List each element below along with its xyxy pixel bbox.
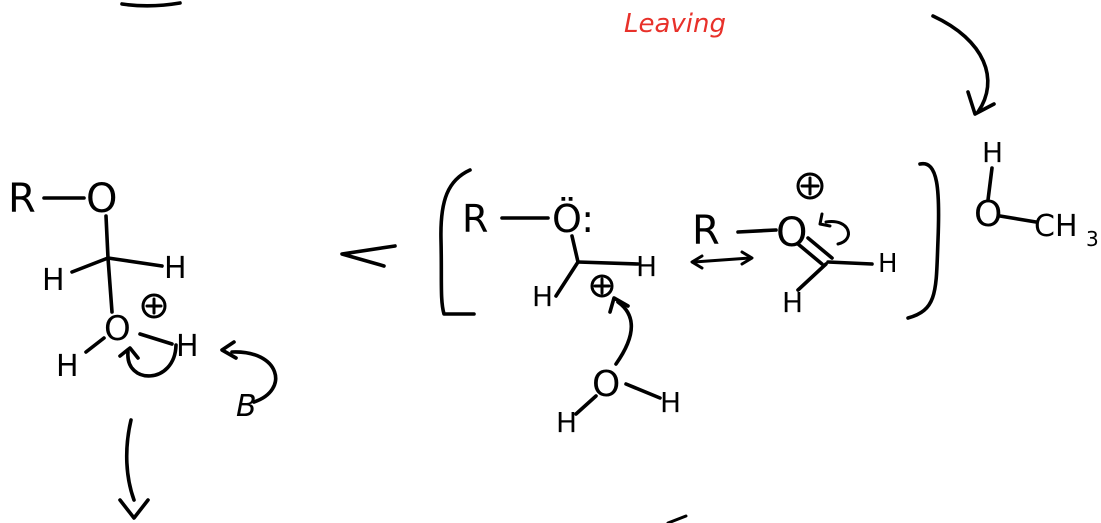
tetra-h-bottom-left: H xyxy=(56,349,79,384)
water-attack-arrow-head xyxy=(608,296,630,314)
res2-h-bottom: H xyxy=(782,286,803,319)
water-bond-o-h-left xyxy=(574,394,598,416)
res1-oxygen: Ö: xyxy=(552,197,594,241)
res2-bond-r-o xyxy=(736,228,778,234)
water-bond-o-h-right xyxy=(624,382,662,400)
tetra-h-right: H xyxy=(164,251,187,286)
tetra-electron-arrow-head xyxy=(118,346,140,360)
res2-r-group: R xyxy=(692,208,720,254)
water-oxygen: O xyxy=(592,364,620,405)
res1-bond-c-h-right xyxy=(576,260,640,266)
down-arrow-head xyxy=(118,498,150,520)
tetra-positive-charge-circle xyxy=(141,293,167,319)
tetra-electron-arrow xyxy=(126,343,178,378)
res2-double-bond-a xyxy=(796,242,824,266)
res2-bond-c-h-right xyxy=(826,260,874,266)
res2-bond-c-h-bottom xyxy=(796,262,828,292)
tetra-r-group: R xyxy=(8,176,36,222)
water-h-right: H xyxy=(660,386,681,419)
tetra-bond-o-c xyxy=(104,214,110,260)
water-h-left: H xyxy=(556,406,577,439)
resonance-arrow-head-right xyxy=(740,250,754,266)
methanol-h-top: H xyxy=(982,136,1003,169)
partial-stroke-bottom xyxy=(666,514,688,523)
methanol-oxygen: O xyxy=(974,194,1002,235)
methanol-subscript: 3 xyxy=(1086,227,1099,251)
methanol-bond-o-c xyxy=(998,214,1038,224)
res1-bond-o-c xyxy=(570,234,580,264)
right-bracket xyxy=(906,162,941,320)
res1-bond-c-h-left xyxy=(554,260,580,298)
base-label: B xyxy=(236,389,257,424)
methanol-bond-h-o xyxy=(986,166,994,202)
tetra-h-left: H xyxy=(42,263,65,298)
res1-r-group: R xyxy=(462,197,488,241)
res2-h-right: H xyxy=(878,249,898,279)
res2-electron-arrow-head xyxy=(818,212,832,228)
curved-arrow-head-top-right xyxy=(966,90,996,116)
resonance-arrow-shaft xyxy=(692,256,752,264)
tetra-h-bottom-right: H xyxy=(176,329,199,364)
leaving-group-label: Leaving xyxy=(624,9,726,39)
tetra-bond-c-h-right xyxy=(106,256,164,268)
res1-h-left: H xyxy=(532,280,553,313)
water-attack-arrow xyxy=(614,300,634,366)
down-arrow xyxy=(124,418,136,502)
reverse-arrow xyxy=(340,244,397,268)
tetra-bond-c-o-bottom xyxy=(106,256,114,314)
methanol-methyl: CH xyxy=(1034,209,1078,244)
curved-arrow-top-right xyxy=(931,14,990,114)
tetra-bond-o-h-right xyxy=(138,332,174,346)
res2-double-bond-b xyxy=(806,236,834,260)
tetra-oxonium-oxygen: O xyxy=(104,309,131,349)
base-attack-arrow xyxy=(230,350,278,404)
tetra-bond-c-h-left xyxy=(70,256,110,274)
partial-stroke-top-left xyxy=(120,1,182,8)
left-bracket xyxy=(439,168,476,316)
resonance-arrow-head-left xyxy=(690,254,704,270)
res2-positive-charge-circle xyxy=(796,172,824,200)
res1-positive-charge-circle xyxy=(590,274,614,298)
res2-electron-arrow xyxy=(824,220,850,246)
tetra-oxygen-top: O xyxy=(86,176,117,222)
base-attack-arrow-head xyxy=(220,340,238,360)
res1-h-right: H xyxy=(636,250,657,283)
tetra-bond-o-h-left xyxy=(84,336,106,354)
